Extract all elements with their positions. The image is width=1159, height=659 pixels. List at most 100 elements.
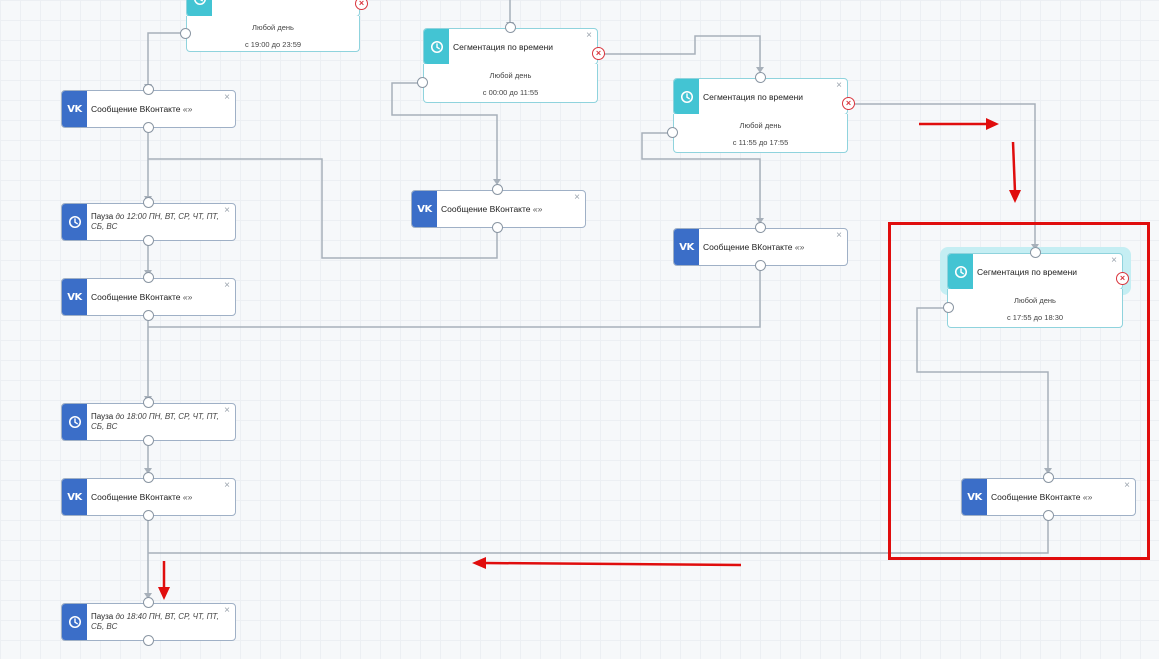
day-label: Любой день [739,121,782,130]
segmentation-node[interactable]: Сегментация по времени × Любой день с 17… [947,253,1123,328]
node-title-text: Сообщение ВКонтакте [91,292,181,302]
input-port[interactable] [143,272,154,283]
input-port[interactable] [143,197,154,208]
time-range: с 00:00 до 11:55 [482,88,539,97]
node-title-text: Сообщение ВКонтакте [703,242,793,252]
time-range: с 17:55 до 18:30 [1006,313,1064,322]
output-port[interactable] [417,77,428,88]
annotation-arrow-left [483,561,742,567]
annotation-arrowhead [472,557,486,569]
vk-icon: VK [412,191,437,227]
output-port[interactable] [143,310,154,321]
input-port[interactable] [143,472,154,483]
vk-message-node[interactable]: VK Сообщение ВКонтакте «» × [61,278,236,316]
close-icon[interactable]: × [836,230,842,241]
close-icon[interactable]: × [1111,255,1117,266]
node-title-text: Сообщение ВКонтакте [91,492,181,502]
node-header: Пауза до 12:00 ПН, ВТ, СР, ЧТ, ПТ, СБ, В… [61,203,236,241]
close-icon[interactable]: × [836,80,842,91]
node-title: Пауза до 18:40 ПН, ВТ, СР, ЧТ, ПТ, СБ, В… [91,604,221,640]
node-title: Сообщение ВКонтакте «» [91,479,221,515]
node-title: Сегментация по времени [703,91,804,102]
output-port[interactable] [755,260,766,271]
close-icon[interactable]: × [224,405,230,416]
vk-message-node[interactable]: VK Сообщение ВКонтакте «» × [673,228,848,266]
segmentation-node[interactable]: Любой день с 19:00 до 23:59 [186,0,360,52]
input-port[interactable] [1030,247,1041,258]
output-port[interactable] [180,28,191,39]
error-icon[interactable]: × [1116,272,1129,285]
input-port[interactable] [143,397,154,408]
error-icon[interactable]: × [592,47,605,60]
output-port[interactable] [143,235,154,246]
node-title: Сообщение ВКонтакте «» [441,191,571,227]
error-icon[interactable]: × [842,97,855,110]
node-header: VK Сообщение ВКонтакте «» × [673,228,848,266]
pause-days: ПН, ВТ, СР, ЧТ, ПТ, СБ, ВС [91,412,219,431]
node-title: Сегментация по времени [453,41,554,52]
output-port[interactable] [143,510,154,521]
input-port[interactable] [492,184,503,195]
pause-node[interactable]: Пауза до 12:00 ПН, ВТ, СР, ЧТ, ПТ, СБ, В… [61,203,236,241]
output-port[interactable] [1043,510,1054,521]
node-header: Сегментация по времени × [947,253,1123,290]
node-body: Любой день с 17:55 до 18:30 [947,289,1123,328]
message-preview: «» [182,104,193,114]
node-title-text: Сообщение ВКонтакте [991,492,1081,502]
annotation-arrow-down [1011,141,1017,193]
output-port[interactable] [667,127,678,138]
pause-days: ПН, ВТ, СР, ЧТ, ПТ, СБ, ВС [91,212,219,231]
node-header: VK Сообщение ВКонтакте «» × [61,478,236,516]
close-icon[interactable]: × [586,30,592,41]
input-port[interactable] [505,22,516,33]
clock-icon [187,0,212,16]
vk-icon: VK [62,479,87,515]
clock-icon [948,254,973,289]
input-port[interactable] [755,72,766,83]
node-title: Сообщение ВКонтакте «» [91,279,221,315]
input-port[interactable] [755,222,766,233]
input-port[interactable] [143,597,154,608]
close-icon[interactable]: × [574,192,580,203]
node-title: Сообщение ВКонтакте «» [91,91,221,127]
message-preview: «» [794,242,805,252]
input-port[interactable] [143,84,154,95]
close-icon[interactable]: × [224,605,230,616]
annotation-arrowhead [986,118,999,130]
vk-icon: VK [62,91,87,127]
output-port[interactable] [943,302,954,313]
segmentation-node[interactable]: Сегментация по времени × Любой день с 11… [673,78,848,153]
node-title: Сегментация по времени [977,266,1078,277]
pause-label: Пауза [91,412,114,421]
clock-icon [62,604,87,640]
error-icon[interactable]: × [355,0,368,10]
pause-days: ПН, ВТ, СР, ЧТ, ПТ, СБ, ВС [91,612,219,631]
pause-node[interactable]: Пауза до 18:40 ПН, ВТ, СР, ЧТ, ПТ, СБ, В… [61,603,236,641]
segmentation-node[interactable]: Сегментация по времени × Любой день с 00… [423,28,598,103]
output-port[interactable] [143,122,154,133]
node-title-text: Сообщение ВКонтакте [441,204,531,214]
vk-icon: VK [62,279,87,315]
input-port[interactable] [1043,472,1054,483]
close-icon[interactable]: × [224,92,230,103]
vk-icon: VK [962,479,987,515]
day-label: Любой день [489,71,532,80]
annotation-arrowhead [158,587,170,600]
output-port[interactable] [143,435,154,446]
node-header: Сегментация по времени × [673,78,848,115]
clock-icon [62,204,87,240]
pause-label: Пауза [91,612,114,621]
close-icon[interactable]: × [1124,480,1130,491]
close-icon[interactable]: × [224,205,230,216]
output-port[interactable] [143,635,154,646]
vk-message-node[interactable]: VK Сообщение ВКонтакте «» × [61,478,236,516]
message-preview: «» [532,204,543,214]
pause-label: Пауза [91,212,114,221]
message-preview: «» [182,292,193,302]
close-icon[interactable]: × [224,480,230,491]
output-port[interactable] [492,222,503,233]
node-title: Пауза до 12:00 ПН, ВТ, СР, ЧТ, ПТ, СБ, В… [91,204,221,240]
close-icon[interactable]: × [224,280,230,291]
annotation-arrowhead [1009,190,1021,203]
